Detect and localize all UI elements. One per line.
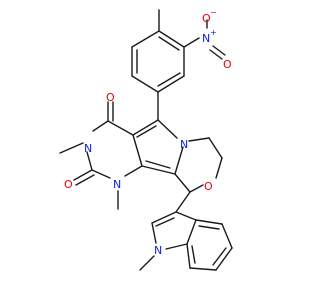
bond-indole-n-methyl (139, 255, 155, 271)
atom-o-ring-ether: O (204, 180, 213, 193)
bond-benz-1 (195, 219, 223, 225)
bond-ring-a4-inner (157, 72, 181, 87)
bond-oxazine-4 (189, 184, 204, 193)
bond-oxazine-1 (188, 137, 210, 142)
atom-o-nitro-double: O (223, 58, 232, 71)
bond-uracil-4 (91, 169, 111, 179)
bond-aryl-nitro (183, 37, 200, 48)
atom-o-carbonyl-bottom: O (64, 178, 73, 191)
bond-benz-1-inner (198, 225, 220, 230)
bond-ring-a3 (131, 75, 159, 93)
atom-n-indole: N (154, 244, 162, 257)
atom-labels: O − N + O O N N O N O N (64, 8, 232, 257)
bond-ring-a4 (157, 75, 185, 93)
bonds (59, 9, 233, 271)
atom-n-pyrrole: N (180, 138, 188, 151)
bond-benz-2 (221, 223, 233, 249)
molecule-canvas: O − N + O O N N O N O N (59, 8, 233, 271)
bond-ring-a6-inner (158, 36, 180, 51)
bond-indole-c3-c2 (151, 211, 177, 224)
bond-benz-5-inner (191, 245, 196, 264)
bond-pyrrole-1-inner (136, 125, 157, 138)
bond-indole-n-c7a (165, 243, 188, 250)
bond-pyrrole-1 (132, 119, 159, 136)
bond-oxazine-2 (208, 137, 223, 159)
bond-benz-4 (189, 267, 217, 271)
bond-pyrrole-5 (132, 134, 143, 167)
bond-uracil-n3-methyl (59, 142, 84, 154)
bond-pyrrole-3 (174, 146, 184, 175)
bond-ring-a1 (131, 30, 160, 48)
atom-n-uracil-1: N (113, 178, 121, 191)
bond-oxazine-5 (174, 173, 191, 193)
bond-indole-c3-c2-inner (155, 217, 175, 227)
bond-benz-5 (186, 243, 191, 269)
bond-uracil-co2-1 (73, 169, 93, 181)
molecule-structure: O − N + O O N N O N O N (59, 8, 233, 271)
bond-pyrrole-2 (157, 119, 178, 139)
bond-pyrrole-4 (141, 165, 176, 175)
bond-sp3-indole (175, 191, 191, 213)
bond-indole-c7a-c3a (186, 219, 197, 245)
atom-n-uracil-3: N (84, 142, 92, 155)
bond-indole-c3a-c3 (175, 211, 197, 221)
bond-pyrrole-4-inner (145, 160, 171, 169)
bond-benz-3-inner (212, 247, 227, 266)
atom-o-nitro-minus-charge: − (210, 8, 217, 17)
bond-benz-3 (215, 247, 233, 271)
bond-oxazine-3 (215, 157, 223, 179)
bond-uracil-3 (86, 151, 93, 171)
atom-o-carbonyl-top: O (106, 91, 115, 104)
bond-indole-c2-n (151, 222, 157, 244)
bond-uracil-1 (107, 120, 134, 136)
bond-uracil-co2-2 (75, 174, 95, 186)
atom-o-nitro-minus: O (202, 12, 211, 25)
atom-n-nitro-charge: + (210, 28, 217, 37)
bond-uracil-2 (92, 120, 109, 132)
atom-n-nitro: N (202, 32, 210, 45)
bond-nitro-o-double-1 (212, 45, 226, 56)
bond-uracil-5 (124, 165, 143, 177)
bond-ring-a6 (158, 30, 185, 48)
bond-nitro-o-double-2 (209, 49, 223, 60)
